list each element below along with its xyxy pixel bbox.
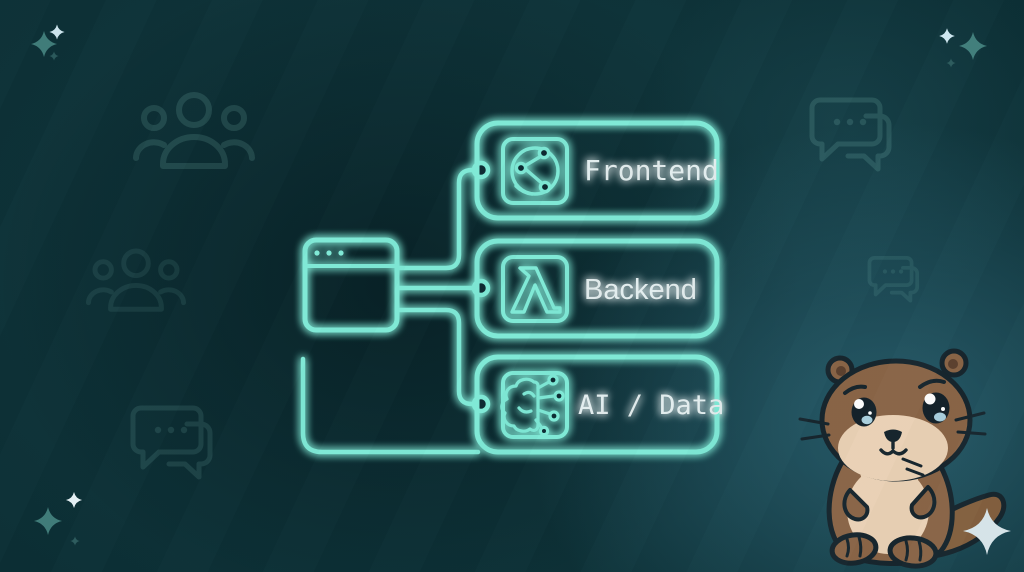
node-ai-data-label: AI / Data — [578, 390, 724, 421]
node-backend-label: Backend — [584, 274, 697, 306]
users-group-icon — [85, 248, 187, 312]
connector-return-loop — [300, 356, 481, 455]
brain-circuit-icon — [500, 371, 569, 439]
connector-to-frontend — [394, 167, 476, 271]
otter-foot-right — [887, 535, 939, 569]
sparkle-icon — [34, 491, 83, 546]
otter-eye-left — [851, 397, 877, 427]
otter-eye-right — [922, 392, 950, 424]
chat-bubbles-icon — [867, 256, 920, 303]
window-dot — [338, 250, 344, 256]
globe-network-icon — [501, 137, 569, 205]
sparkle-icon — [31, 24, 65, 61]
otter-mouth — [879, 440, 908, 456]
window-dot — [326, 250, 332, 256]
otter-whiskers — [798, 411, 987, 477]
lambda-icon — [501, 255, 569, 323]
chat-bubbles-icon — [130, 405, 213, 480]
otter-brow-right — [918, 378, 946, 389]
window-dot — [314, 250, 320, 256]
otter-brow-left — [843, 384, 867, 395]
chat-bubbles-icon — [809, 97, 892, 172]
node-backend: Backend — [474, 238, 720, 339]
otter-arm-left — [842, 488, 870, 522]
node-frontend: Frontend — [474, 120, 720, 221]
otter-ear-right — [939, 348, 969, 378]
otter-nose — [884, 429, 902, 442]
otter-arm-right — [909, 485, 937, 520]
browser-window-icon — [302, 237, 400, 333]
connector-to-ai-data — [394, 307, 476, 407]
sparkle-icon — [939, 28, 987, 68]
users-group-icon — [133, 92, 255, 169]
tail-sparkle-icon — [963, 508, 1011, 555]
otter-foot-left — [829, 532, 879, 566]
otter-mascot — [798, 348, 1011, 569]
node-frontend-label: Frontend — [584, 154, 719, 187]
node-ai-data: AI / Data — [474, 354, 724, 455]
